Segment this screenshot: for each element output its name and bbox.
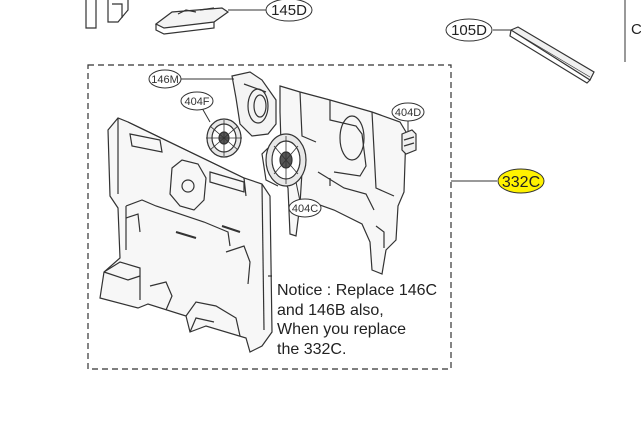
assembly-box-332c (87, 64, 452, 370)
part-105d (509, 26, 595, 84)
callout-146m: 146M (151, 74, 179, 86)
callout-404c-bubble (288, 198, 322, 218)
notice-line-1: Notice : Replace 146C (277, 282, 438, 299)
callout-332c[interactable]: 332C (502, 174, 540, 191)
part-404d (401, 129, 417, 155)
part-404f (206, 118, 242, 158)
callout-404f: 404F (184, 96, 209, 108)
callout-404d-bubble (391, 102, 425, 122)
part-rear-housing (279, 85, 407, 275)
part-front-panel (99, 117, 273, 353)
callout-404d: 404D (395, 107, 421, 119)
part-146m (231, 71, 277, 137)
callout-145d-bubble (265, 0, 313, 22)
callout-332c-bubble[interactable] (497, 168, 545, 194)
part-145d (154, 7, 230, 35)
edge-letter: C (631, 21, 641, 38)
replacement-notice: Notice : Replace 146C and 146B also, Whe… (277, 281, 467, 359)
callout-404f-bubble (180, 91, 214, 111)
callout-105d: 105D (451, 22, 487, 39)
notice-line-4: the 332C. (277, 340, 347, 358)
callout-146m-bubble (148, 69, 182, 89)
callout-404c: 404C (292, 203, 318, 215)
part-404c (261, 133, 307, 187)
callout-105d-bubble (445, 18, 493, 42)
callout-145d: 145D (271, 2, 307, 19)
part-top-left (85, 0, 129, 29)
notice-line-3: When you replace (277, 321, 406, 338)
notice-line-2: and 146B also, (277, 301, 384, 319)
